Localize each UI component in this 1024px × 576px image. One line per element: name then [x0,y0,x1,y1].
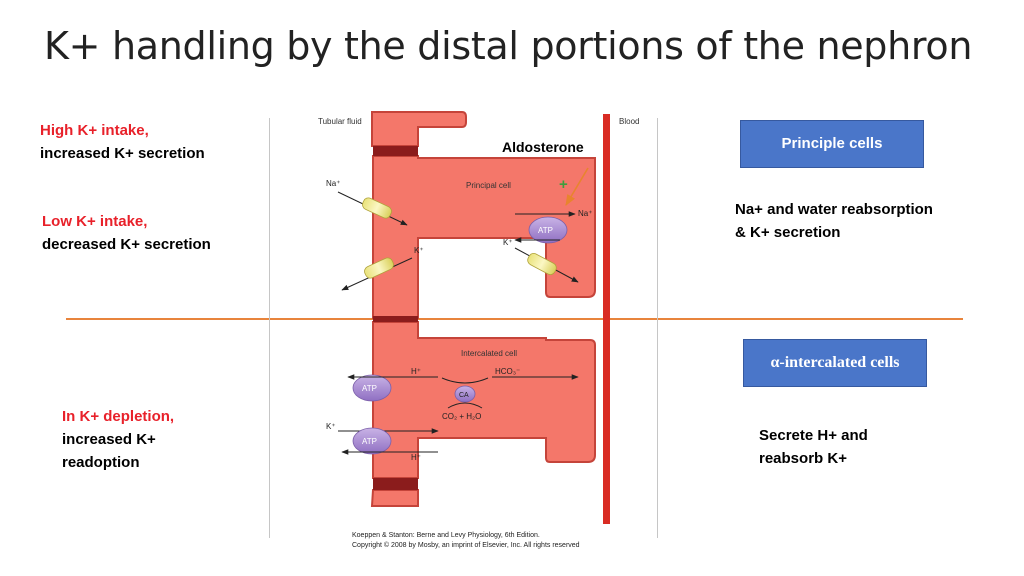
aldosterone-arrow [565,167,589,206]
label-k-basolateral: K⁺ [503,238,513,247]
tight-junction-bottom [373,478,418,490]
label-atp-principal: ATP [538,226,553,235]
note-low-intake: Low K+ intake, decreased K+ secretion [42,210,211,256]
note-high-intake-highlight: High K+ intake, [40,122,149,139]
ca-reaction-arc-lower [447,402,483,409]
note-low-intake-highlight: Low K+ intake, [42,213,148,230]
principle-description-line2: & K+ secretion [735,224,841,241]
atp-pump-principal [528,216,568,244]
principle-description-line1: Na+ and water reabsorption [735,201,933,218]
figure-left-border [269,118,270,538]
alpha-description-line1: Secrete H+ and [759,427,868,444]
note-depletion-highlight: In K+ depletion, [62,408,175,425]
na-channel [362,197,392,219]
alpha-intercalated-box: α-intercalated cells [743,339,927,387]
lower-cell-cap [370,489,419,507]
ca-enzyme [454,385,476,403]
label-co2-h2o: CO₂ + H₂O [442,412,481,421]
tight-junction-middle [373,316,418,322]
label-hco3: HCO₃⁻ [495,367,520,376]
tight-junction-top [373,146,418,156]
label-tubular-fluid: Tubular fluid [318,117,362,126]
atp-pump-hk [352,427,392,455]
credit-line-2: Copyright © 2008 by Mosby, an imprint of… [352,541,580,549]
figure-right-border [657,118,658,538]
divider-line [66,318,963,320]
note-high-intake: High K+ intake, increased K+ secretion [40,119,205,165]
note-low-intake-text: decreased K+ secretion [42,236,211,253]
label-aldosterone-plus: + [559,176,568,193]
k-channel-apical [364,257,394,279]
principal-cell-shape [372,155,596,319]
intercalated-cell-shape [372,321,596,479]
blood-vessel-line [603,114,610,524]
label-aldosterone: Aldosterone [502,139,584,155]
principle-cells-box: Principle cells [740,120,924,168]
alpha-description: Secrete H+ and reabsorb K+ [759,424,868,470]
label-na-apical: Na⁺ [326,179,340,188]
alpha-description-line2: reabsorb K+ [759,450,847,467]
k-channel-basolateral [527,253,557,275]
label-h-exchange: H⁺ [411,453,421,462]
credit-line-1: Koeppen & Stanton: Berne and Levy Physio… [352,532,540,539]
note-high-intake-text: increased K+ secretion [40,145,205,162]
principle-description: Na+ and water reabsorption & K+ secretio… [735,198,933,244]
ca-reaction-arc [441,377,489,384]
upper-cell-cap [371,111,467,147]
note-depletion-line1: increased K+ [62,431,156,448]
note-depletion: In K+ depletion, increased K+ readoption [62,405,174,474]
atp-pump-h [352,374,392,402]
label-atp-h: ATP [362,384,377,393]
label-ca: CA [459,392,469,399]
label-atp-hk: ATP [362,437,377,446]
page-title: K+ handling by the distal portions of th… [44,24,973,68]
label-h-secretion: H⁺ [411,367,421,376]
label-k-apical: K⁺ [414,246,424,255]
label-blood: Blood [619,117,639,126]
label-principal-cell: Principal cell [466,181,511,190]
note-depletion-line2: readoption [62,454,140,471]
label-na-basolateral: Na⁺ [578,209,592,218]
label-k-reabsorb: K⁺ [326,422,336,431]
label-intercalated-cell: Intercalated cell [461,349,517,358]
